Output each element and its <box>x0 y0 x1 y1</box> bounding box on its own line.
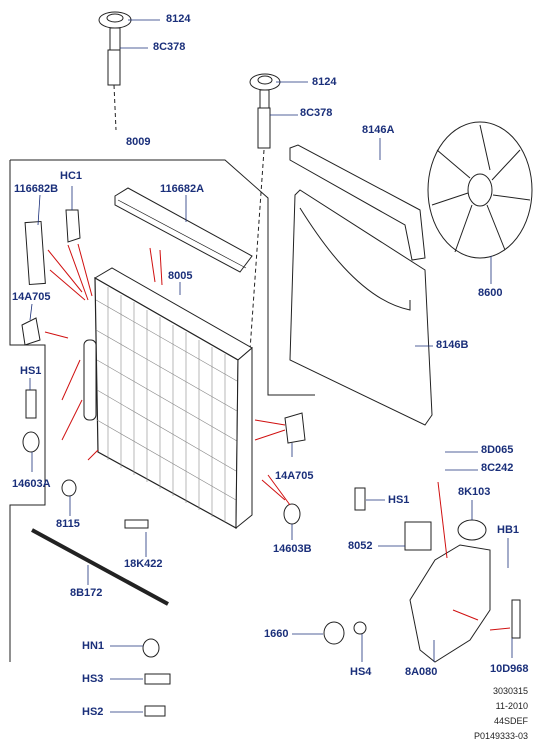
bolt-hs1-right <box>354 487 366 511</box>
label-8k103: 8K103 <box>458 486 491 498</box>
leader-lines <box>29 19 513 713</box>
label-14a705-left: 14A705 <box>12 291 51 303</box>
label-8146b: 8146B <box>436 339 469 351</box>
label-8124-top: 8124 <box>166 13 191 25</box>
bracket-18k422 <box>124 519 149 529</box>
radiator-8005 <box>83 267 253 530</box>
expansion-tank-8a080 <box>409 544 491 663</box>
footer-code-2: 11-2010 <box>495 701 528 711</box>
label-hs2: HS2 <box>82 706 104 718</box>
label-116682b: 116682B <box>14 183 59 195</box>
bracket-8052 <box>404 521 432 551</box>
label-14a705-right: 14A705 <box>275 470 314 482</box>
nut-hn1 <box>142 638 160 658</box>
label-hn1: HN1 <box>82 640 105 652</box>
pipe-10d968 <box>511 599 521 639</box>
bolt-hs1-left <box>25 389 37 419</box>
red-fixing-lines <box>44 243 511 631</box>
bolt-hs2 <box>144 705 166 717</box>
seal-116682a <box>114 187 253 273</box>
label-8c378-top: 8C378 <box>153 41 186 53</box>
label-8a080: 8A080 <box>405 666 438 678</box>
label-8115: 8115 <box>56 518 80 530</box>
bolt-hs3 <box>144 673 171 685</box>
footer-code-4: P0149333-03 <box>473 731 528 741</box>
bracket-14a705-right <box>284 412 306 444</box>
pulley-1660 <box>323 621 345 645</box>
label-14603a: 14603A <box>12 478 51 490</box>
footer-code-1: 3030315 <box>492 686 528 696</box>
label-8052: 8052 <box>348 540 373 552</box>
label-8d065: 8D065 <box>481 444 514 456</box>
fan-8600 <box>427 121 533 259</box>
fan-shroud-8146b <box>289 189 433 426</box>
label-hs1-right: HS1 <box>388 494 410 506</box>
cap-8k103 <box>457 519 487 541</box>
clip-hs4 <box>353 621 367 635</box>
label-8600: 8600 <box>478 287 503 299</box>
label-14603b: 14603B <box>273 543 312 555</box>
group-outline-8009 <box>9 159 315 662</box>
label-hs4: HS4 <box>350 666 372 678</box>
bracket-hc1 <box>65 209 81 243</box>
mount-14603b <box>283 503 301 525</box>
label-8c242: 8C242 <box>481 462 514 474</box>
seal-116682b <box>24 220 46 286</box>
strip-8b172 <box>31 528 169 606</box>
label-hs3: HS3 <box>82 673 104 685</box>
bracket-14a705-left <box>21 317 41 346</box>
label-1660: 1660 <box>264 628 289 640</box>
label-8c378-mid: 8C378 <box>300 107 333 119</box>
mount-14603a <box>22 431 40 453</box>
fan-shroud-8146a <box>289 144 426 261</box>
label-hc1: HC1 <box>60 170 83 182</box>
label-8124-mid: 8124 <box>312 76 337 88</box>
top-cap-assembly <box>98 11 132 131</box>
label-18k422: 18K422 <box>124 558 163 570</box>
label-8005: 8005 <box>168 270 193 282</box>
label-hb1: HB1 <box>497 524 520 536</box>
label-8146a: 8146A <box>362 124 395 136</box>
mid-cap-assembly <box>249 73 281 351</box>
label-hs1-left: HS1 <box>20 365 42 377</box>
footer-code-3: 44SDEF <box>493 716 528 726</box>
label-8009: 8009 <box>126 136 151 148</box>
label-8b172: 8B172 <box>70 587 103 599</box>
label-10d968: 10D968 <box>490 663 529 675</box>
plug-8115 <box>61 479 77 497</box>
label-116682a: 116682A <box>160 183 205 195</box>
